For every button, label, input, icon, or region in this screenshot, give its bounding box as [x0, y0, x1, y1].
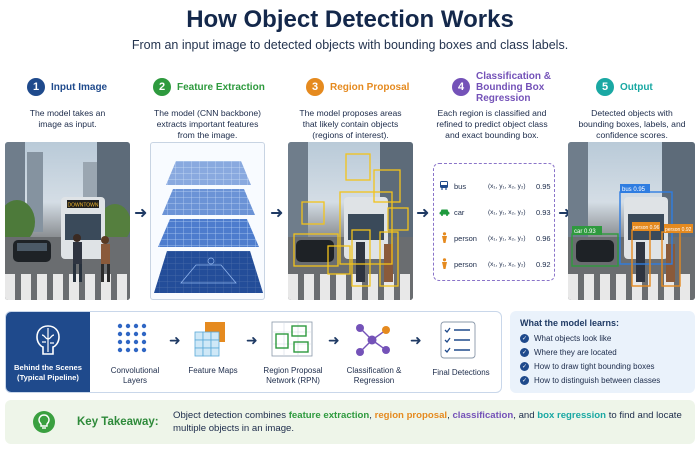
person-icon	[434, 231, 454, 245]
step-4: 4 Classification & Bounding Box Regressi…	[428, 68, 556, 141]
stage-convolutional-layers: Convolutional Layers	[110, 366, 160, 385]
detection-score: 0.95	[536, 181, 551, 191]
pipeline-arrow-1: ➜	[169, 332, 181, 348]
step-2: 2 Feature Extraction The model (CNN back…	[145, 68, 270, 141]
step-4-desc: Each region is classified and refined to…	[436, 108, 548, 140]
output-label-car: car 0.93	[574, 229, 596, 235]
step-1-desc: The model takes an image as input.	[29, 108, 106, 129]
classification-panel: bus (x₁, y₁, x₂, y₂) 0.95 car (x₁, y₁, x…	[433, 163, 555, 281]
learns-item: ✓How to distinguish between classes	[520, 376, 661, 385]
region-proposal-network-icon	[271, 321, 313, 357]
stage-classification-regression: Classification & Regression	[346, 366, 402, 385]
pipeline-arrow-2: ➜	[246, 332, 258, 348]
step-1-badge: 1	[27, 78, 45, 96]
detection-row-car: car (x₁, y₁, x₂, y₂) 0.93	[434, 200, 556, 224]
feature-map-stack-icon	[154, 161, 263, 293]
step-1-title: Input Image	[51, 81, 108, 93]
input-image: DOWNTOWN	[5, 142, 130, 300]
stage-feature-maps: Feature Maps	[188, 366, 238, 375]
step-5-desc: Detected objects with bounding boxes, la…	[578, 108, 686, 140]
feature-extraction-panel	[150, 142, 265, 300]
step-5-badge: 5	[596, 78, 614, 96]
step-3-desc: The model proposes areas that likely con…	[299, 108, 402, 140]
detection-coords: (x₁, y₁, x₂, y₂)	[488, 182, 526, 190]
step-3-title: Region Proposal	[330, 81, 410, 93]
detection-coords: (x₁, y₁, x₂, y₂)	[488, 208, 526, 216]
step-2-title: Feature Extraction	[177, 81, 265, 93]
takeaway-label: Key Takeaway:	[77, 416, 159, 428]
detection-coords: (x₁, y₁, x₂, y₂)	[488, 234, 526, 242]
highlight-box-regression: box regression	[537, 410, 607, 421]
learns-item: ✓Where they are located	[520, 348, 617, 357]
output-label-person-1: person 0.96	[633, 225, 660, 231]
page-title: How Object Detection Works	[186, 6, 514, 33]
highlight-region-proposal: region proposal	[374, 410, 448, 421]
highlight-feature-extraction: feature extraction	[288, 410, 370, 421]
step-4-badge: 4	[452, 78, 470, 96]
pipeline-header: Behind the Scenes (Typical Pipeline)	[14, 363, 82, 382]
step-3-badge: 3	[306, 78, 324, 96]
pipeline-arrow-4: ➜	[410, 332, 422, 348]
check-icon: ✓	[520, 376, 529, 385]
detection-score: 0.93	[536, 207, 551, 217]
network-graph-icon	[356, 324, 390, 356]
checklist-icon	[440, 321, 476, 359]
convolutional-layers-icon	[117, 323, 147, 353]
step-2-desc: The model (CNN backbone) extracts import…	[154, 108, 261, 140]
car-icon	[434, 207, 454, 218]
step-3: 3 Region Proposal The model proposes are…	[288, 68, 413, 141]
stage-region-proposal-network: Region Proposal Network (RPN)	[263, 366, 323, 385]
stage-final-detections: Final Detections	[432, 368, 490, 377]
step-5-title: Output	[620, 81, 653, 93]
brain-icon	[36, 325, 60, 355]
bus-icon	[434, 180, 454, 192]
pipeline-arrow-3: ➜	[328, 332, 340, 348]
output-scene-illustration: bus 0.95 car 0.93 person 0.96 person 0.9…	[568, 142, 695, 300]
detection-row-person-2: person (x₁, y₁, x₂, y₂) 0.92	[434, 252, 556, 276]
arrow-3: ➜	[416, 205, 430, 222]
detection-label: bus	[454, 181, 467, 191]
key-takeaway: Key Takeaway: Object detection combines …	[5, 400, 695, 444]
detection-label: car	[454, 207, 465, 217]
region-proposal-panel	[288, 142, 413, 300]
detection-row-bus: bus (x₁, y₁, x₂, y₂) 0.95	[434, 174, 556, 198]
learns-item: ✓What objects look like	[520, 334, 612, 343]
detection-label: person	[454, 259, 477, 269]
step-1: 1 Input Image The model takes an image a…	[5, 68, 130, 130]
arrow-2: ➜	[270, 205, 284, 222]
arrow-1: ➜	[134, 205, 148, 222]
bus-destination-sign: DOWNTOWN	[67, 203, 98, 209]
feature-maps-icon	[194, 322, 225, 357]
page-subtitle: From an input image to detected objects …	[131, 38, 569, 52]
detection-label: person	[454, 233, 477, 243]
learns-box: What the model learns: ✓What objects loo…	[510, 311, 695, 393]
person-icon	[434, 257, 454, 271]
learns-item: ✓How to draw tight bounding boxes	[520, 362, 655, 371]
check-icon: ✓	[520, 348, 529, 357]
behind-the-scenes: Behind the Scenes (Typical Pipeline)	[6, 312, 90, 392]
step-5: 5 Output Detected objects with bounding …	[568, 68, 696, 141]
takeaway-text: Object detection combines feature extrac…	[173, 410, 682, 434]
check-icon: ✓	[520, 334, 529, 343]
lightbulb-icon	[33, 411, 55, 433]
street-scene-illustration: DOWNTOWN	[5, 142, 130, 300]
highlight-classification: classification	[452, 410, 514, 421]
check-icon: ✓	[520, 362, 529, 371]
output-label-person-2: person 0.92	[665, 227, 692, 233]
region-proposal-illustration	[288, 142, 413, 300]
step-4-title: Classification & Bounding Box Regression	[476, 70, 552, 104]
detection-score: 0.96	[536, 233, 551, 243]
step-2-badge: 2	[153, 78, 171, 96]
pipeline-box: Behind the Scenes (Typical Pipeline) Con…	[5, 311, 502, 393]
learns-title: What the model learns:	[520, 318, 620, 328]
output-image: bus 0.95 car 0.93 person 0.96 person 0.9…	[568, 142, 695, 300]
detection-score: 0.92	[536, 259, 551, 269]
detection-coords: (x₁, y₁, x₂, y₂)	[488, 260, 526, 268]
output-label-bus: bus 0.95	[622, 187, 646, 193]
detection-row-person-1: person (x₁, y₁, x₂, y₂) 0.96	[434, 226, 556, 250]
